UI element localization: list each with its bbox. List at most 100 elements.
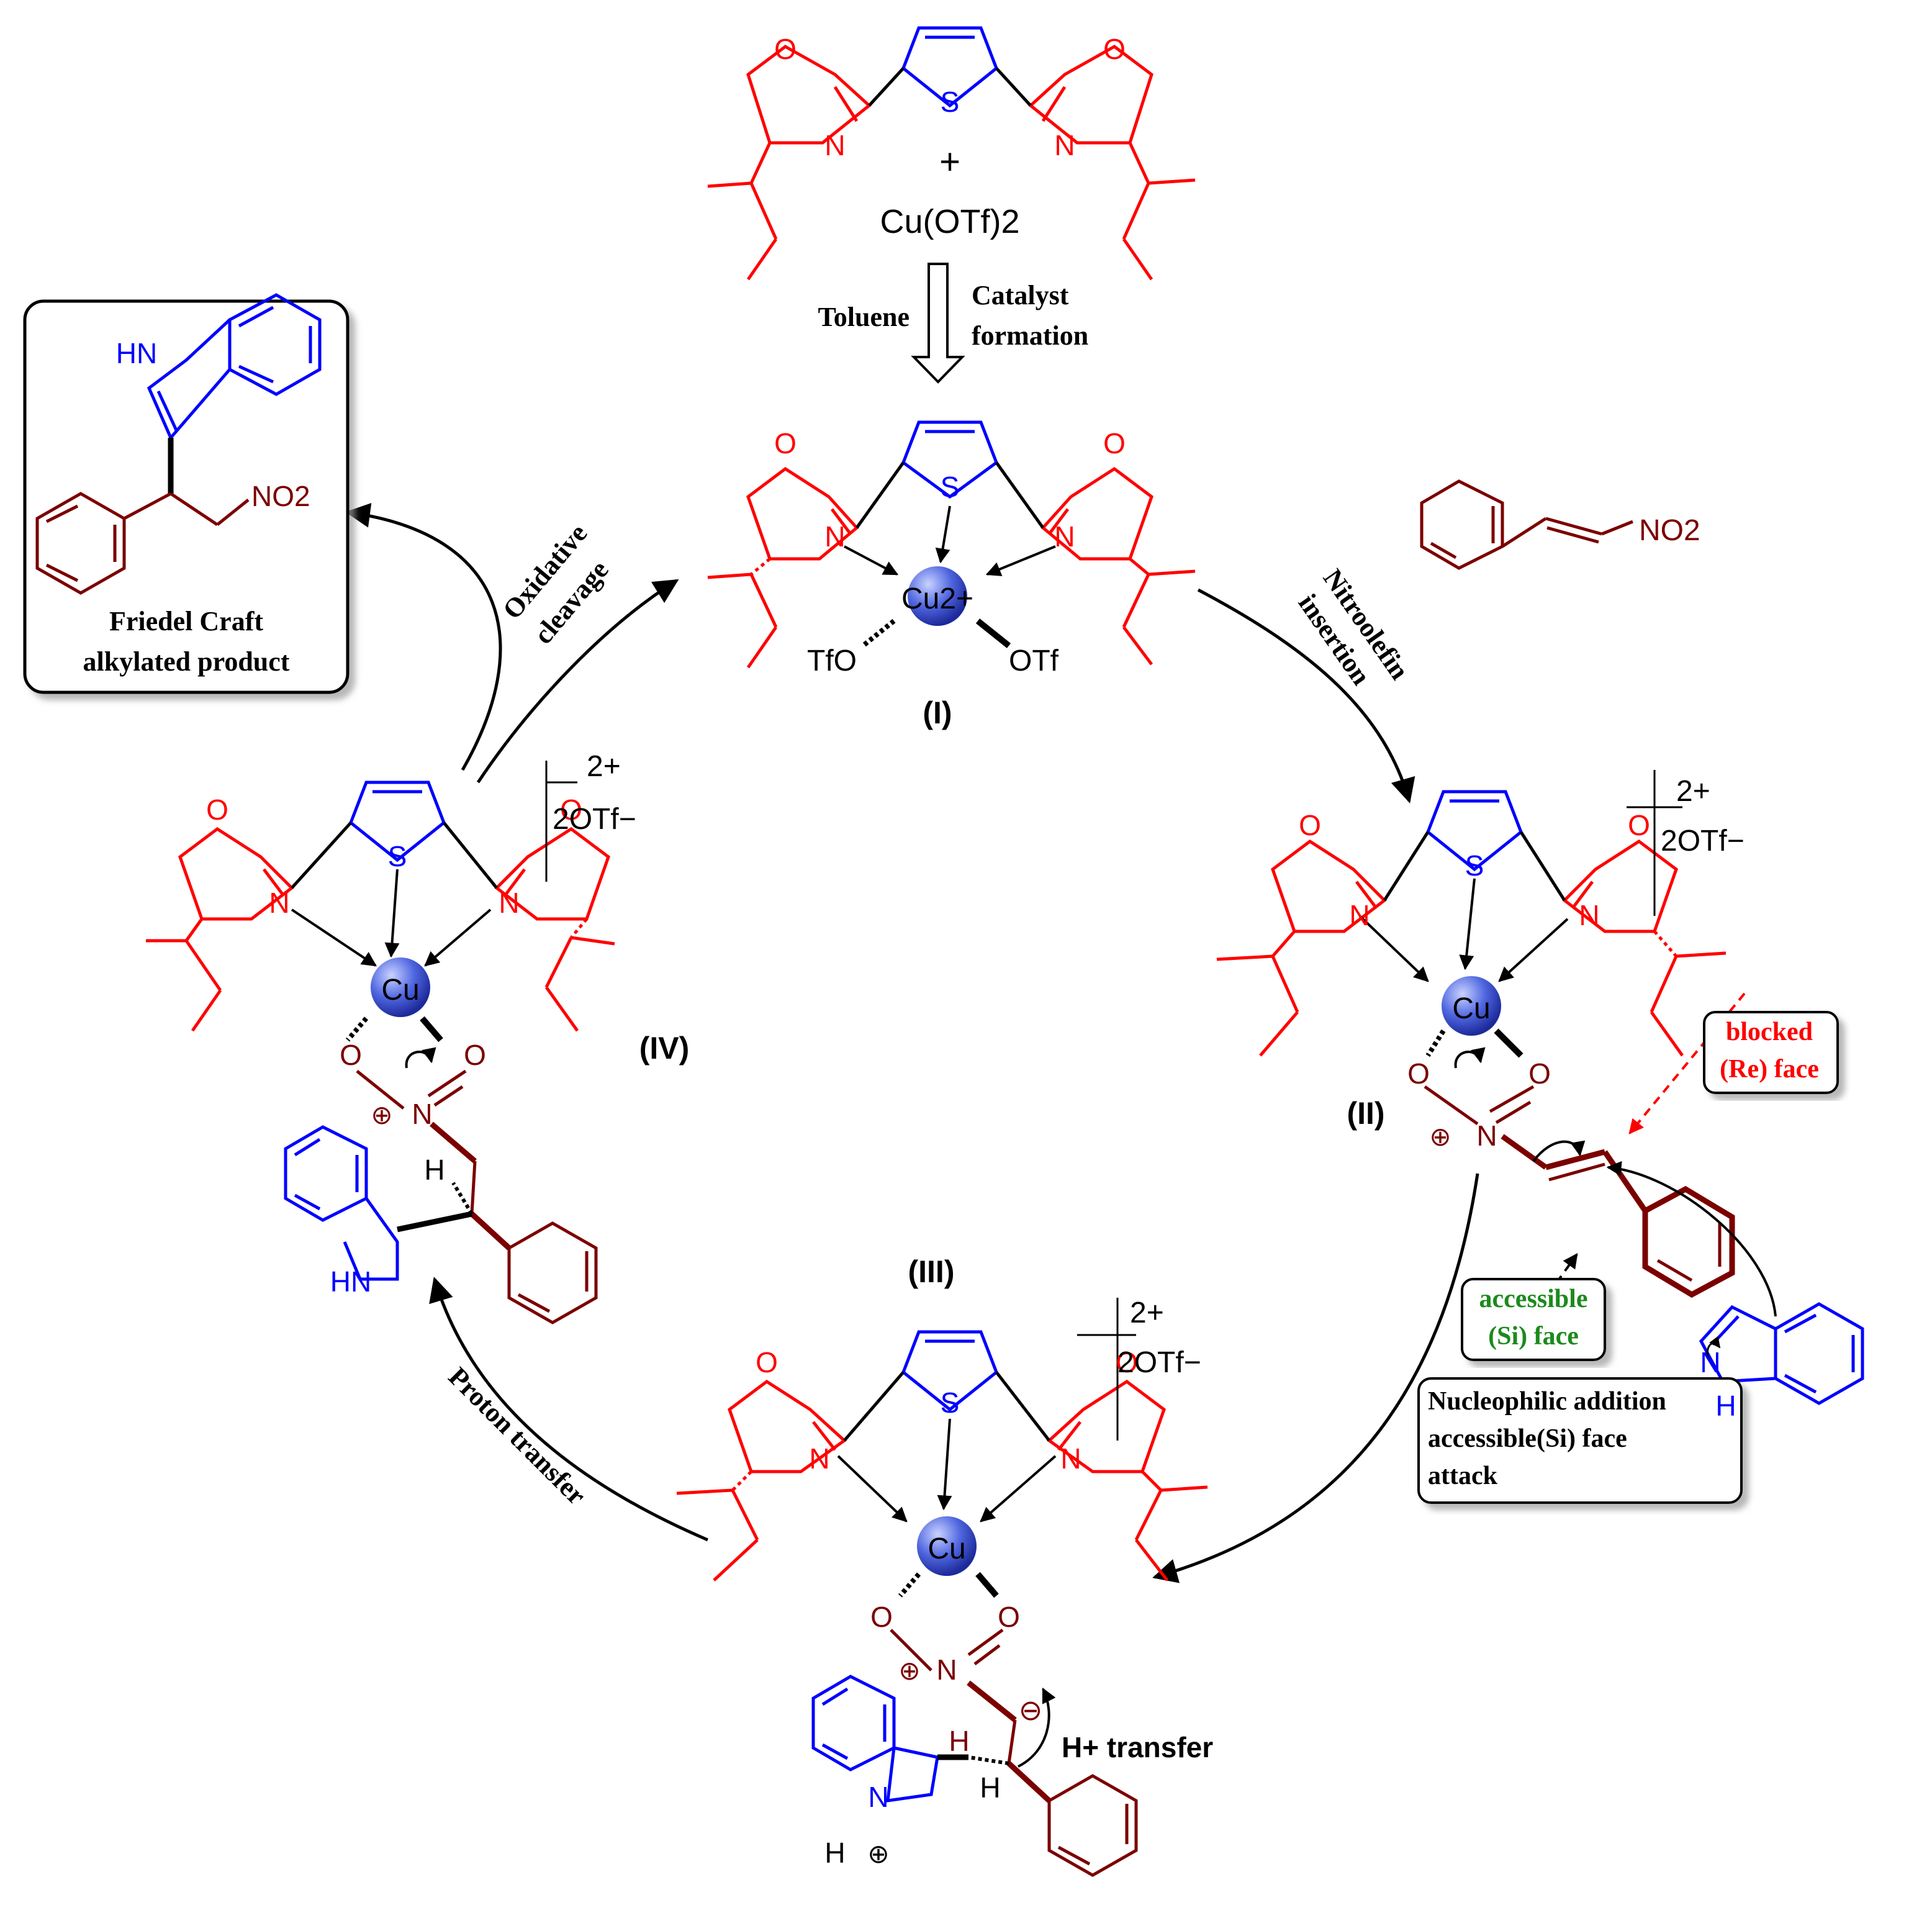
cycle-arrows [345,503,1479,1583]
arrow-to-IV [429,1277,708,1542]
product-no2: NO2 [251,480,310,512]
atom-n-IV-left: N [269,887,289,919]
atom-n-I-right: N [1054,520,1075,553]
indole-h: H [1715,1390,1736,1422]
nitro-o-IV-right: O [464,1039,486,1071]
nitro-o-II-right: O [1528,1057,1551,1090]
atom-n-IV-right: N [499,887,519,919]
nitro-plus-IV: ⊕ [371,1100,392,1129]
nucleophilic-1: Nucleophilic addition [1428,1387,1666,1416]
tfo-label: TfO [807,645,857,677]
blocked-face-1: blocked [1726,1018,1813,1046]
indole-plus-III: ⊕ [867,1839,889,1868]
complex-IV [146,761,1682,1441]
complex-III [676,1330,1208,1877]
nitro-o-III-left: O [870,1601,893,1633]
nitro-n-II: N [1476,1120,1497,1152]
product-box [23,299,350,694]
nitrostyrene-no2: NO2 [1639,514,1700,547]
atom-n-I-left: N [824,520,845,553]
atom-o-IV-left: O [206,794,228,826]
atom-n-II-left: N [1349,899,1370,931]
nitro-n-IV: N [412,1098,432,1130]
atom-o-top-left: O [774,33,797,65]
nitro-o-IV-left: O [340,1039,362,1071]
atom-o-top-right: O [1103,33,1126,65]
blocked-face-box [1703,1011,1839,1094]
indole-h-III: H [824,1837,845,1869]
cu-label-III: Cu [928,1532,965,1565]
copper-atom-III [917,1516,977,1576]
solvent-label: Toluene [818,302,910,332]
indole-n: N [1700,1346,1720,1378]
nitro-plus-III: ⊕ [898,1656,920,1685]
copper-atom-IV [371,957,430,1017]
atom-n-top-left: N [824,129,845,161]
catalyst-formation-arrow [911,263,965,384]
label-III: (III) [908,1254,955,1289]
accessible-face-box [1461,1278,1606,1361]
atom-h-III-b: H [980,1772,1000,1804]
complex-II [1216,790,1864,1405]
catalyst-label-2: formation [972,320,1088,351]
charge-III: 2+ [1130,1296,1164,1329]
atom-n-III-right: N [1060,1442,1081,1475]
nucleophilic-2: accessible(Si) face [1428,1424,1627,1453]
accessible-face-2: (Si) face [1488,1322,1579,1351]
h-transfer-label: H+ transfer [1062,1731,1213,1763]
cu-label-IV: Cu [381,974,419,1007]
atom-o-II-left: O [1299,809,1321,841]
cu-label-I: Cu2+ [901,582,973,615]
indole-n-III: N [868,1781,888,1813]
plus-sign: + [939,142,960,182]
atom-s-III: S [941,1387,960,1419]
atom-o-III-right: O [1116,1346,1138,1378]
product-hn: HN [116,337,157,369]
nucleophilic-addition-box [1417,1377,1743,1504]
cu-label-II: Cu [1452,992,1490,1025]
complex-I [707,420,1196,669]
atom-s-top: S [941,86,960,118]
product-caption-2: alkylated product [83,646,290,677]
catalyst-label-1: Catalyst [972,280,1069,310]
charge-IV: 2+ [587,750,621,783]
atom-s-II: S [1465,849,1484,882]
nitrostyrene [1420,479,1633,570]
accessible-face-1: accessible [1479,1285,1588,1313]
atom-s-IV: S [388,840,407,872]
atom-o-I-left: O [774,427,797,459]
counter-ion-IV: 2OTf− [553,803,636,836]
nitro-o-II-left: O [1407,1057,1430,1090]
label-IV: (IV) [639,1031,690,1066]
atom-h-IV: H [424,1154,445,1186]
indole-hn-IV: HN [330,1265,371,1298]
atom-n-II-right: N [1579,899,1599,931]
blocked-face-2: (Re) face [1720,1055,1819,1084]
arrow-to-III [1152,1173,1479,1583]
proton-transfer-label: Proton transfer [443,1361,592,1511]
atom-o-III-left: O [756,1346,778,1378]
cu-salt: Cu(OTf)2 [880,203,1019,240]
atom-o-I-right: O [1103,427,1126,459]
counter-ion-II: 2OTf− [1661,825,1745,857]
otf-label: OTf [1009,645,1059,677]
arrow-to-I [476,579,679,784]
free-ligand [707,26,1196,281]
atom-o-II-right: O [1628,809,1650,841]
arrow-to-II [1197,588,1415,803]
copper-atom-I [908,566,967,626]
atom-n-top-right: N [1054,129,1075,161]
product-caption-1: Friedel Craft [109,606,263,636]
product-structure [35,293,322,595]
nucleophilic-3: attack [1428,1462,1498,1490]
counter-ion-III: 2OTf− [1117,1346,1201,1379]
copper-atom-II [1442,976,1501,1036]
label-II: (II) [1347,1096,1384,1131]
nitro-plus-II: ⊕ [1429,1122,1451,1151]
label-I: (I) [923,695,952,730]
nitro-n-III: N [936,1654,957,1686]
arrow-to-product [345,503,502,771]
atom-s-I: S [941,471,960,503]
charge-II: 2+ [1676,775,1710,808]
